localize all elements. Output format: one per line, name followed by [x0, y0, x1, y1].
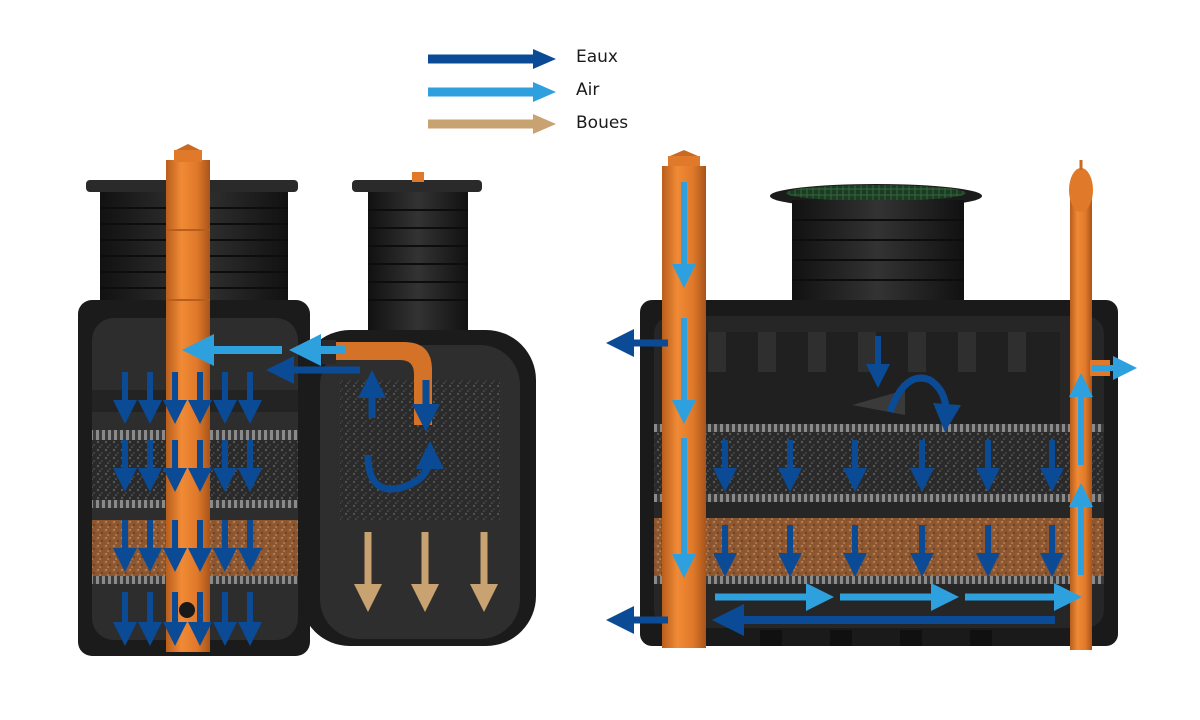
water-circulation-arrow-39: [886, 374, 962, 432]
legend-label-sludge: Boues: [576, 113, 629, 133]
legend-arrow-sludge: [428, 114, 556, 134]
legend-arrow-air: [428, 82, 556, 102]
left-filter-tank: [78, 144, 310, 656]
right-compact-tank: [640, 150, 1118, 650]
flow-arrows: [113, 182, 1137, 646]
middle-septic-tank: [300, 172, 536, 646]
legend-label-water: Eaux: [576, 47, 618, 67]
legend-arrow-water: [428, 49, 556, 69]
water-circulation-arrow-29: [364, 441, 444, 493]
legend-label-air: Air: [576, 80, 600, 100]
